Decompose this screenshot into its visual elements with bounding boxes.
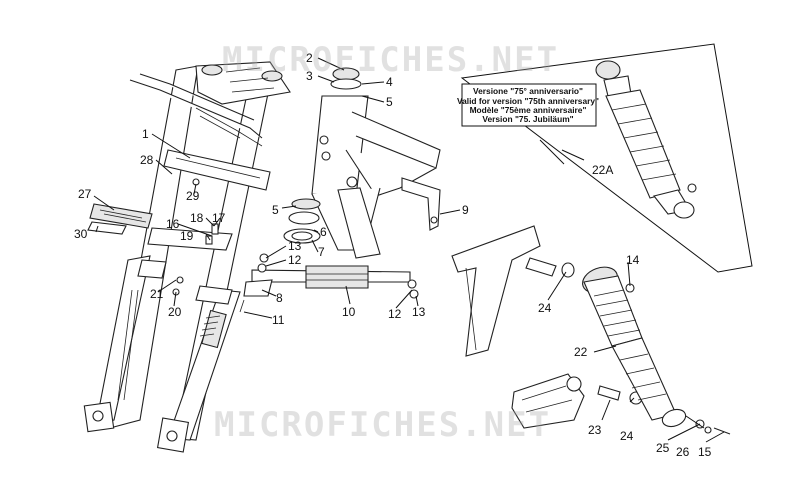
steering-damper	[239, 253, 419, 313]
callout-6: 6	[320, 225, 327, 239]
callout-21: 21	[150, 287, 164, 301]
leader-lines	[93, 57, 725, 443]
inset-note-line-2: Valid for version "75th anniversary"	[457, 96, 599, 106]
callout-5-upper: 5	[386, 95, 393, 109]
callout-13-right: 13	[412, 305, 426, 319]
inset-note-line-4: Version "75. Jubiläum"	[482, 114, 573, 124]
watermark-bottom: MICROFICHES.NET	[214, 405, 552, 445]
callout-2: 2	[306, 51, 313, 65]
rear-swingarm	[451, 225, 643, 429]
callout-19: 19	[180, 229, 194, 243]
callout-4: 4	[386, 75, 393, 89]
callout-26: 26	[676, 445, 690, 459]
callout-1: 1	[142, 127, 149, 141]
callout-28: 28	[140, 153, 154, 167]
callout-30: 30	[74, 227, 88, 241]
callout-10: 10	[342, 305, 356, 319]
callout-24-upper: 24	[538, 301, 552, 315]
callout-18: 18	[190, 211, 204, 225]
watermark-top: MICROFICHES.NET	[222, 40, 560, 80]
callout-5-lower: 5	[272, 203, 279, 217]
callout-22A: 22A	[592, 163, 613, 177]
callout-8: 8	[276, 291, 283, 305]
callout-3: 3	[306, 69, 313, 83]
callout-labels: 2 3 4 5 1 28 29 27 30 16 18 17 19 5 6 7 …	[74, 51, 712, 459]
rear-shock-absorber	[582, 266, 731, 435]
callout-12-left: 12	[288, 253, 302, 267]
callout-13-left: 13	[288, 239, 302, 253]
callout-20: 20	[168, 305, 182, 319]
callout-24-lower: 24	[620, 429, 634, 443]
callout-27: 27	[78, 187, 92, 201]
inset-note-line-3: Modèle "75ème anniversaire"	[470, 105, 587, 115]
callout-11: 11	[272, 313, 285, 327]
frame-steering-head	[283, 67, 441, 259]
callout-14: 14	[626, 253, 640, 267]
callout-25: 25	[656, 441, 670, 455]
inset-note-box	[461, 83, 597, 127]
callout-16: 16	[166, 217, 180, 231]
front-fork	[83, 61, 291, 453]
callout-7: 7	[318, 245, 325, 259]
callout-9: 9	[462, 203, 469, 217]
inset-anniversary-version: Versione "75° anniversario" Valid for ve…	[457, 43, 753, 273]
callout-15: 15	[698, 445, 712, 459]
callout-22: 22	[574, 345, 588, 359]
callout-12-right: 12	[388, 307, 402, 321]
inset-note-line-1: Versione "75° anniversario"	[473, 86, 583, 96]
callout-23: 23	[588, 423, 602, 437]
callout-17: 17	[212, 211, 226, 225]
callout-29: 29	[186, 189, 200, 203]
